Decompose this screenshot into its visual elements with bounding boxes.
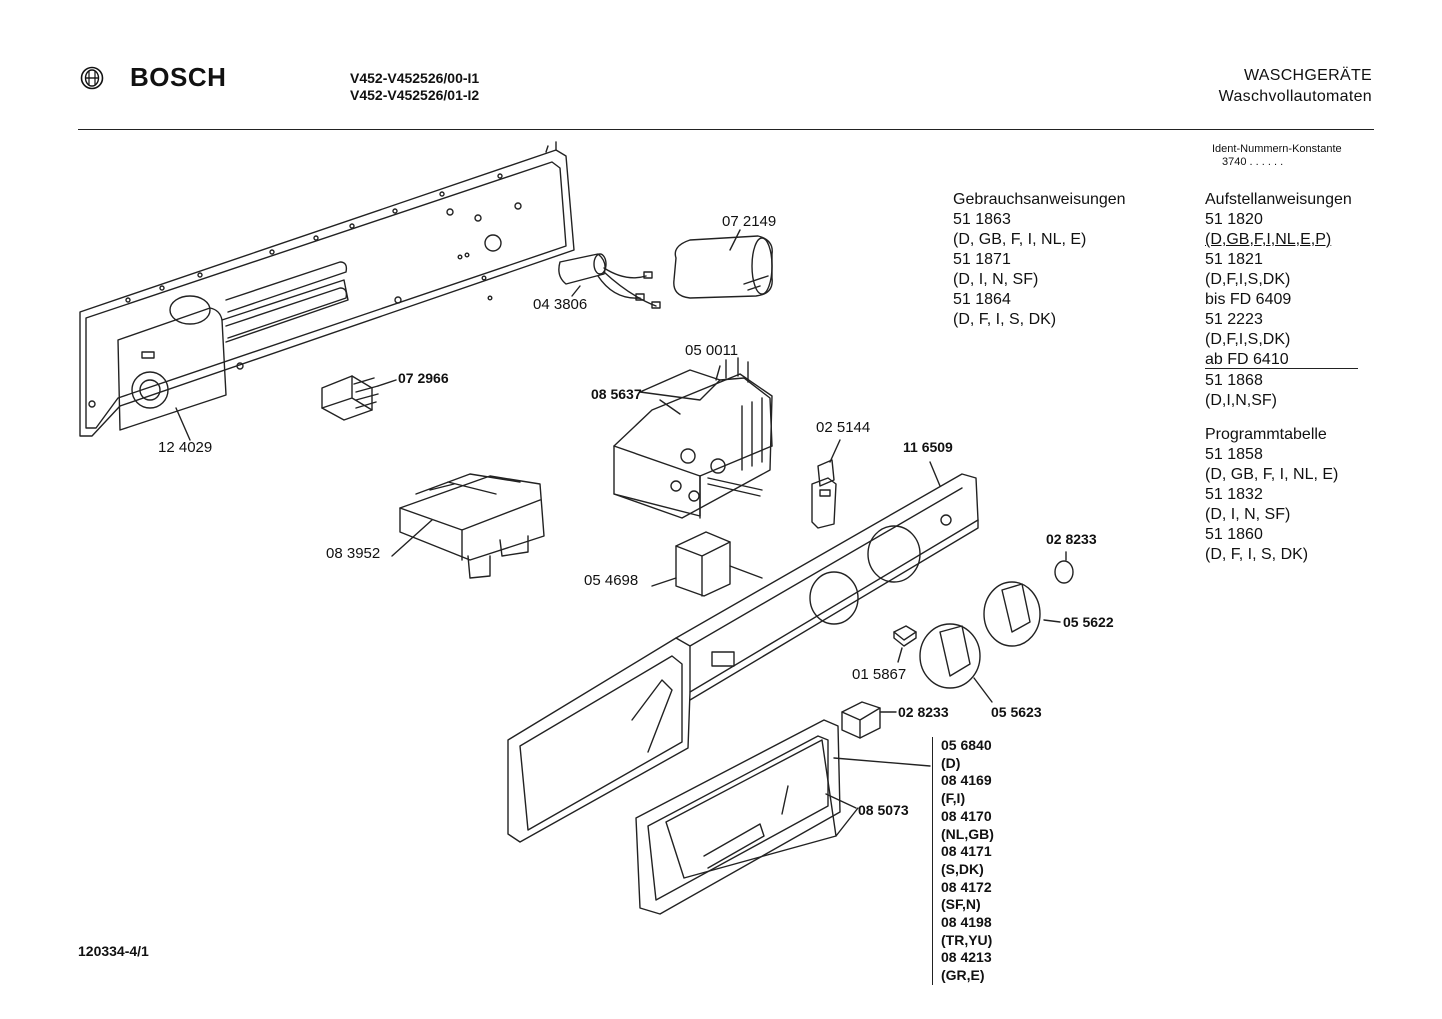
ident-value: 3740 . . . . . . [1222,156,1284,168]
label-055623: 05 5623 [991,704,1042,720]
capacitor-part [674,230,772,298]
label-085637: 08 5637 [591,386,642,402]
list-item: 51 1864 [953,291,1011,308]
model-line-1: V452-V452526/00-I1 [350,70,480,86]
programmer-timer-part [614,358,772,518]
push-button-part [842,702,896,738]
list-item: (SF,N) [941,896,981,913]
aufstellanweisungen-list: Aufstellanweisungen 51 1820 (D,GB,F,I,NL… [1205,190,1358,411]
programmtabelle-list: Programmtabelle 51 1858 (D, GB, F, I, NL… [1205,425,1338,565]
panel-variant-list: 05 6840 (D) 08 4169 (F,I) 08 4170 (NL,GB… [932,737,994,985]
connector-block-part [322,376,396,420]
list-item: bis FD 6409 [1205,291,1292,308]
list-item: (D,F,I,S,DK) [1205,271,1291,288]
label-083952: 08 3952 [326,545,381,562]
list-item: (D, GB, F, I, NL, E) [953,231,1087,248]
list-item: 08 4169 [941,772,992,789]
list-item: (D, F, I, S, DK) [953,311,1057,328]
list-item: (GR,E) [941,967,985,984]
indicator-lamp-part [1055,552,1073,583]
list-item: 08 4171 [941,843,992,860]
list-title: Aufstellanweisungen [1205,191,1352,208]
list-title: Programmtabelle [1205,426,1327,443]
small-switch-part [812,440,840,528]
list-item: (D) [941,754,961,771]
list-item: (D,I,N,SF) [1205,392,1277,409]
list-item: 51 1858 [1205,446,1263,463]
pressure-switch-part [392,474,544,578]
header-divider [78,129,1374,130]
list-item: 51 1821 [1205,251,1263,268]
list-item: 51 1832 [1205,486,1263,503]
list-item: 51 1820 [1205,211,1263,228]
back-panel-frame [80,142,574,440]
list-item: 51 2223 [1205,311,1263,328]
label-028233-button: 02 8233 [898,704,949,720]
label-015867: 01 5867 [852,666,907,683]
list-title: Gebrauchsanweisungen [953,191,1126,208]
label-025144: 02 5144 [816,419,871,436]
list-item: 08 4198 [941,914,992,931]
list-item: (D, F, I, S, DK) [1205,546,1309,563]
control-knob-part [984,582,1060,646]
ident-number-block: Ident-Nummern-Konstante 3740 . . . . . . [1212,143,1342,169]
list-item: (D, GB, F, I, NL, E) [1205,466,1339,483]
list-item: (F,I) [941,790,966,807]
gebrauchsanweisungen-list: Gebrauchsanweisungen 51 1863 (D, GB, F, … [953,190,1126,330]
list-item: 51 1871 [953,251,1011,268]
list-item: (S,DK) [941,860,984,877]
list-item: 08 4170 [941,807,992,824]
label-054698: 05 4698 [584,572,639,589]
list-item: 05 6840 [941,737,992,753]
label-043806: 04 3806 [533,296,588,313]
list-item: (D, I, N, SF) [953,271,1039,288]
list-item: 51 1868 [1205,372,1263,389]
detergent-drawer-part [636,720,930,914]
list-item: (NL,GB) [941,825,994,842]
ident-label: Ident-Nummern-Konstante [1212,143,1342,155]
model-line-2: V452-V452526/01-I2 [350,87,480,103]
list-item: 51 1863 [953,211,1011,228]
label-085073: 08 5073 [858,802,909,818]
list-item: (D, I, N, SF) [1205,506,1291,523]
label-124029: 12 4029 [158,439,213,456]
label-050011: 05 0011 [685,342,739,359]
list-item: (TR,YU) [941,931,993,948]
subcategory-title: Waschvollautomaten [1218,88,1372,105]
label-028233-lamp: 02 8233 [1046,531,1097,547]
list-item: (D,F,I,S,DK) [1205,331,1291,348]
list-item: 51 1860 [1205,526,1263,543]
list-item: 08 4172 [941,878,992,895]
label-072149: 07 2149 [722,213,777,230]
control-knob-part [920,624,992,702]
brand-name: BOSCH [130,62,227,92]
list-item: (D,GB,F,I,NL,E,P) [1205,231,1332,248]
bosch-logo-icon [80,66,104,90]
list-item: 08 4213 [941,949,992,966]
category-title: WASCHGERÄTE [1243,67,1372,84]
rotary-switch-part [652,532,762,596]
label-072966: 07 2966 [398,370,449,386]
lamp-socket-part [894,626,916,662]
drawing-number: 120334-4/1 [78,943,149,959]
control-panel-fascia [508,462,978,842]
label-055622: 05 5622 [1063,614,1114,630]
label-116509: 11 6509 [903,439,953,455]
suppressor-part [559,254,660,308]
list-item: ab FD 6410 [1205,350,1358,369]
